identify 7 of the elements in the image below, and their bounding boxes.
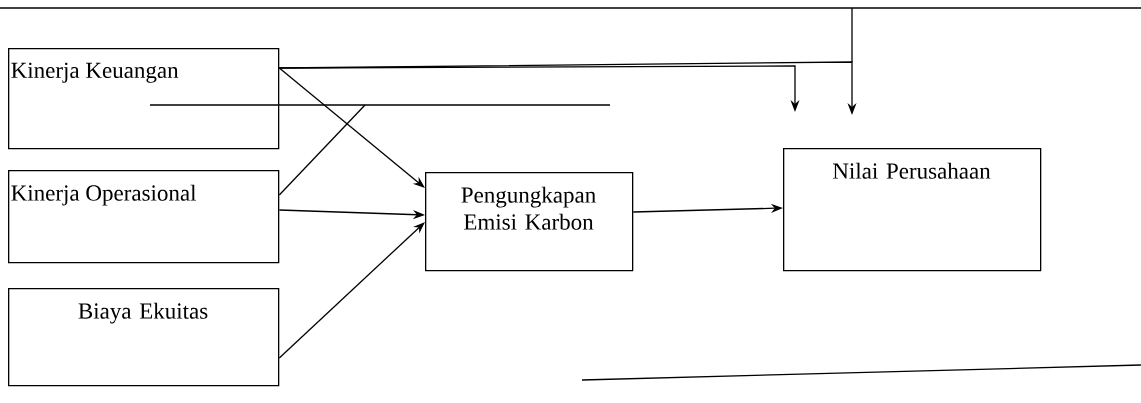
box: Biaya Ekuitas xyxy=(8,288,280,387)
box: Pengungkapan Emisi Karbon xyxy=(425,172,634,272)
arrow xyxy=(278,222,425,359)
box: Nilai Perusahaan xyxy=(783,148,1042,272)
box: Kinerja Operasional xyxy=(8,170,280,264)
arrow xyxy=(278,67,425,188)
box: Kinerja Keuangan xyxy=(8,48,280,150)
